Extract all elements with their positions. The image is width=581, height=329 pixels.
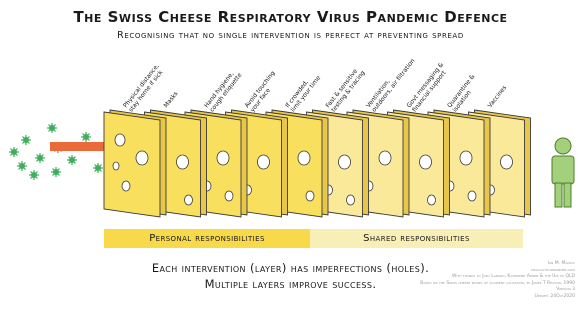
credit-source: Based on the Swiss cheese model of accid… [355, 281, 575, 288]
virus-icon [17, 161, 27, 171]
virus-cluster [9, 123, 115, 180]
layer-label: Masks [163, 90, 180, 109]
personal-responsibilities-band: Personal responsibilities [104, 229, 310, 248]
virus-icon [47, 123, 57, 133]
virus-icon [35, 153, 45, 163]
virus-icon [93, 163, 103, 173]
layer-label: Vaccines [487, 84, 509, 109]
layer-label: Quarantine &isolation [446, 73, 482, 114]
person-figure [552, 138, 574, 207]
virus-icon [67, 155, 77, 165]
shared-responsibilities-band: Shared responsibilities [310, 229, 523, 248]
layer-label: Avoid touchingyour face [244, 70, 283, 114]
virus-icon [51, 167, 61, 177]
cheese-slice [104, 110, 166, 217]
layer-label: Fast & sensitivetesting & tracing [325, 65, 367, 113]
credit-thanks: With thanks to Jody Lanard, Katherine Ar… [355, 274, 575, 281]
virus-icon [29, 170, 39, 180]
virus-icon [9, 147, 19, 157]
credit-version: Version 3 [355, 287, 575, 294]
credits-block: Ian M. Mackay virologydownunder.com With… [355, 261, 575, 301]
layer-label: Physical distance,stay home if sick [122, 63, 166, 114]
layer-label: Govt messaging &financial support [406, 61, 451, 113]
credit-author: Ian M. Mackay [355, 261, 575, 268]
layer-label: If crowded,limit your time [284, 70, 322, 114]
virus-icon [81, 132, 91, 142]
credit-updated: Update: 24Oct2020 [355, 294, 575, 301]
virus-icon [21, 135, 31, 145]
layer-label: Hand hygiene,cough etiquette [203, 67, 244, 113]
cheese-slices [104, 110, 531, 217]
